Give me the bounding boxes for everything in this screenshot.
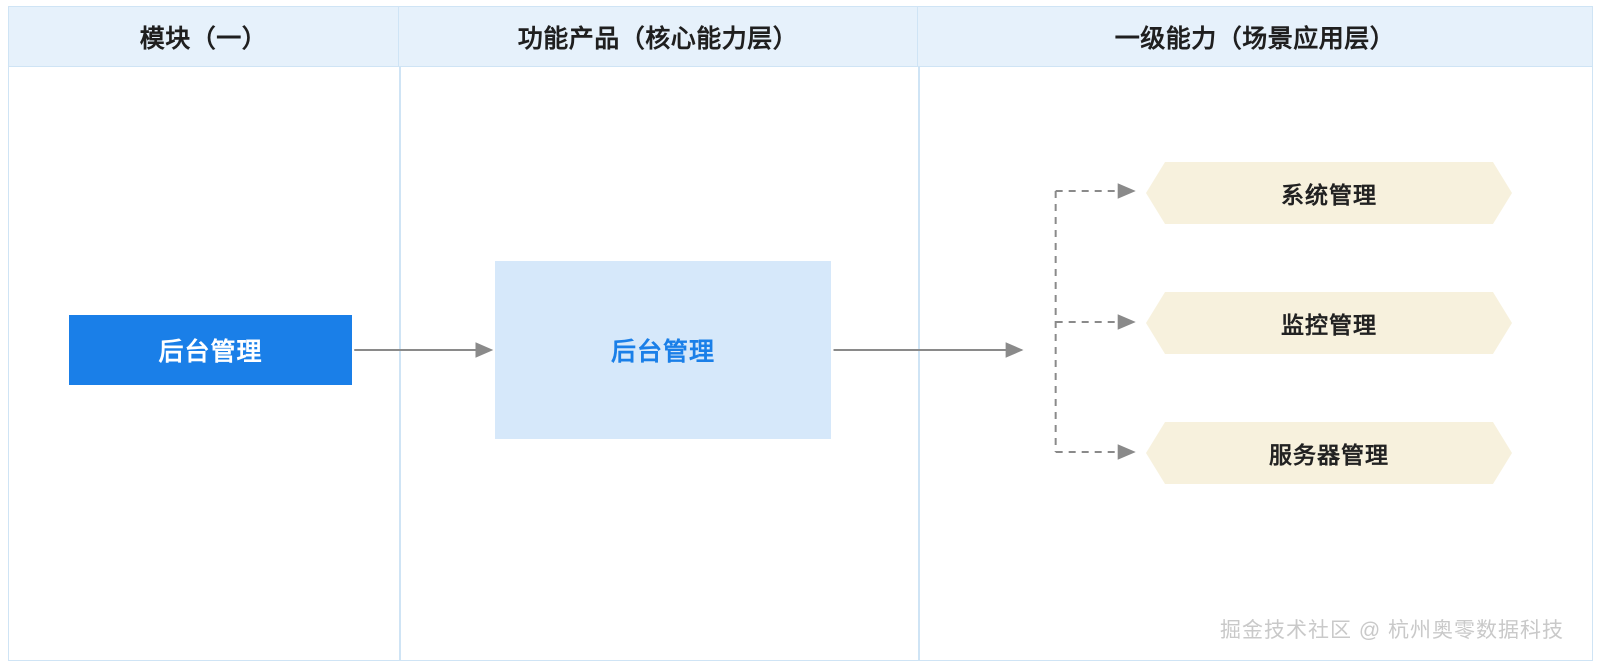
column-header-product: 功能产品（核心能力层） — [399, 7, 918, 66]
node-capability-server-management[interactable]: 服务器管理 — [1146, 422, 1512, 484]
watermark-text: 掘金技术社区 @ 杭州奥零数据科技 — [1220, 619, 1564, 642]
diagram-body: 后台管理 后台管理 系统管理 监控管理 服务器管理 掘金技术社区 @ 杭州奥零数… — [9, 67, 1592, 660]
column-header-row: 模块（一） 功能产品（核心能力层） 一级能力（场景应用层） — [9, 7, 1592, 67]
node-module-backend-management[interactable]: 后台管理 — [69, 315, 352, 385]
column-header-module: 模块（一） — [9, 7, 399, 66]
node-product-backend-management[interactable]: 后台管理 — [495, 261, 831, 439]
node-capability-system-management[interactable]: 系统管理 — [1146, 162, 1512, 224]
diagram-frame: 模块（一） 功能产品（核心能力层） 一级能力（场景应用层） — [8, 6, 1593, 661]
node-capability-monitoring-management[interactable]: 监控管理 — [1146, 292, 1512, 354]
column-divider-2 — [918, 67, 920, 660]
column-header-capability: 一级能力（场景应用层） — [1114, 24, 1396, 53]
column-divider-1 — [399, 67, 401, 660]
